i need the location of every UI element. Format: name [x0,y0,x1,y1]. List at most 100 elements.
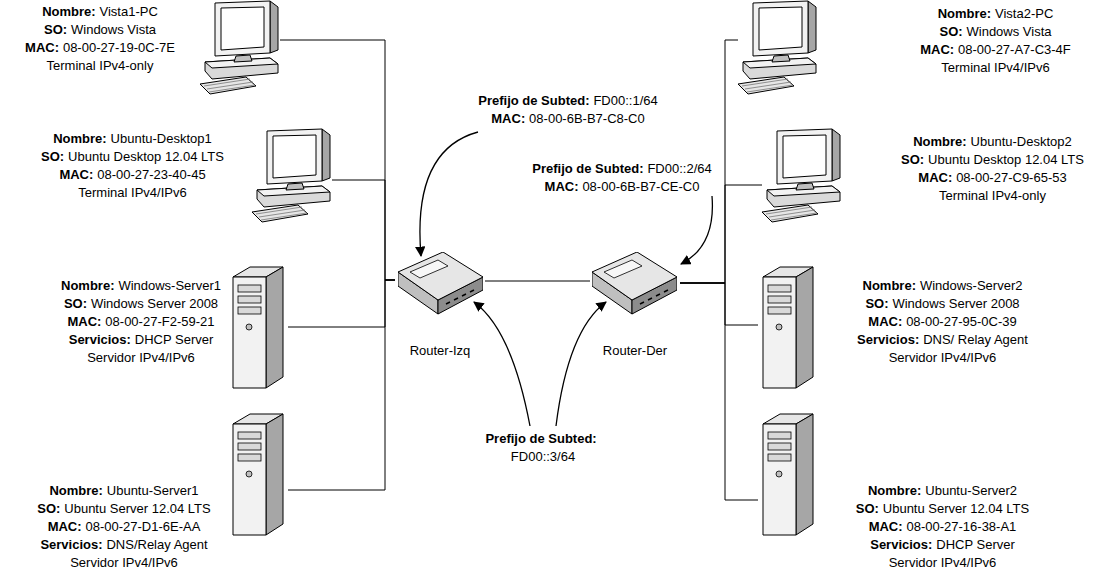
text-block: Nombre:Vista2-PCSO:Windows VistaMAC:08-0… [888,5,1103,77]
device-node: Nombre:Vista1-PCSO:Windows VistaMAC:08-0… [2,0,280,95]
text-line: Servicios: DHCP Server [830,536,1055,554]
text-line: Terminal IPv4/IPv6 [888,59,1103,77]
field-key: Nombre: [53,131,106,146]
field-key: SO: [901,152,924,167]
text-line: SO:Ubuntu Desktop 12.04 LTS [880,151,1105,169]
text-block: Nombre:Vista1-PCSO:Windows VistaMAC:08-0… [2,3,198,75]
server-node: Nombre:Windows-Server2SO: Windows Server … [758,265,1060,390]
field-value: Servidor IPv4/IPv6 [889,350,997,365]
text-line: MAC:08-00-27-19-0C-7E [2,39,198,57]
text-line: Servicios:DHCP Server [55,331,227,349]
field-key: MAC: [48,519,82,534]
text-line: MAC:08-00-27-F2-59-21 [55,313,227,331]
field-key: Servicios: [870,537,932,552]
field-key: Nombre: [61,278,114,293]
field-value: Ubuntu-Desktop2 [971,134,1072,149]
text-block: Router-Der [590,342,680,360]
field-key: MAC: [491,111,525,126]
network-link [332,180,395,280]
text-line: MAC:08-00-27-D1-6E-AA [20,518,228,536]
text-line: Terminal IPv4-only [2,57,198,75]
text-line: SO:Windows Vista [2,21,198,39]
text-block: Nombre: Ubuntu-Desktop1SO: Ubuntu Desktop … [20,130,245,202]
field-key: SO: [44,22,67,37]
prefix-annotation: Prefijo de Subted: [485,430,600,448]
text-line: Servidor IPv4/IPv6 [20,554,228,572]
server-node: Nombre:Ubuntu-Server2SO:Ubuntu Server 12… [758,412,1060,575]
text-line: Servicios:DNS/Relay Agent [20,536,228,554]
field-key: MAC: [68,314,102,329]
field-value: Windows Server 2008 [892,296,1019,311]
field-value: 08-00-27-95-0C-39 [906,314,1017,329]
field-value: FD00::3/64 [511,449,575,464]
field-value: Terminal IPv4/IPv6 [78,185,186,200]
field-key: MAC: [25,40,59,55]
field-value: 08-00-6B-B7-C8-C0 [529,111,645,126]
text-line: MAC:08-00-27-16-38-A1 [830,518,1055,536]
field-value: Ubuntu-Desktop1 [111,131,212,146]
field-value: Terminal IPv4-only [47,58,154,73]
text-line: Servidor IPv4/IPv6 [830,349,1055,367]
field-key: Prefijo de Subted: [478,93,589,108]
server-node: Nombre:Ubuntu-Server1SO:Ubuntu Server 12… [20,412,288,575]
device-node: Nombre:Vista2-PCSO:Windows VistaMAC:08-0… [738,0,1105,95]
field-value: Servidor IPv4/IPv6 [87,350,195,365]
device-node: Nombre: Ubuntu-Desktop2SO:Ubuntu Desktop … [762,128,1105,225]
field-key: Prefijo de Subted: [485,431,596,446]
field-value: 08-00-27-C9-65-53 [956,170,1067,185]
field-value: 08-00-27-A7-C3-4F [958,42,1071,57]
network-link [485,281,590,282]
field-value: Vista2-PC [995,6,1053,21]
text-line: Servidor IPv4/IPv6 [830,554,1055,572]
prefix-annotation: MAC: 08-00-6B-B7-C8-C0 [491,110,644,128]
field-value: DNS/Relay Agent [106,537,207,552]
field-key: SO: [37,501,60,516]
field-value: Servidor IPv4/IPv6 [889,555,997,570]
field-key: SO: [64,296,87,311]
prefix-annotation: MAC:08-00-6B-B7-CE-C0 [545,178,700,196]
prefix-annotation: Prefijo de Subted: FD00::1/64 [478,92,657,110]
field-value: Router-Der [603,343,667,358]
text-line: SO: Windows Server 2008 [55,295,227,313]
text-line: SO:Ubuntu Server 12.04 LTS [20,500,228,518]
field-value: FD00::1/64 [593,93,657,108]
field-value: DHCP Server [936,537,1015,552]
text-block: Nombre:Ubuntu-Server2SO:Ubuntu Server 12… [830,482,1055,572]
text-block: Nombre: Ubuntu-Desktop2SO:Ubuntu Desktop … [880,133,1105,205]
router-node: Router-Izq [395,252,485,362]
field-key: Nombre: [42,4,95,19]
network-link [680,283,758,500]
field-key: Nombre: [863,278,916,293]
field-key: MAC: [868,314,902,329]
text-line: MAC: 08-00-27-95-0C-39 [830,313,1055,331]
field-key: Servicios: [857,332,919,347]
field-value: Terminal IPv4/IPv6 [941,60,1049,75]
network-link [288,280,395,490]
field-value: Windows Server 2008 [91,296,218,311]
text-line: Nombre:Vista2-PC [888,5,1103,23]
field-key: SO: [865,296,888,311]
field-value: Ubuntu Desktop 12.04 LTS [68,149,224,164]
text-block: Nombre:Ubuntu-Server1SO:Ubuntu Server 12… [20,482,228,572]
text-line: Nombre:Windows-Server2 [830,277,1055,295]
field-value: Terminal IPv4-only [939,188,1046,203]
text-line: Nombre: Ubuntu-Desktop1 [20,130,245,148]
field-key: Nombre: [913,134,966,149]
field-key: Nombre: [868,483,921,498]
device-node: Nombre: Ubuntu-Desktop1SO: Ubuntu Desktop … [20,128,332,223]
field-key: MAC: [59,167,93,182]
field-key: SO: [41,149,64,164]
field-value: Router-Izq [410,343,471,358]
field-key: SO: [856,501,879,516]
field-value: 08-00-27-F2-59-21 [105,314,214,329]
field-value: Windows-Server1 [118,278,221,293]
field-key: Servicios: [69,332,131,347]
text-line: Router-Der [590,342,680,360]
field-value: DNS/ Relay Agent [923,332,1028,347]
text-line: Nombre:Vista1-PC [2,3,198,21]
field-value: Ubuntu Server 12.04 LTS [883,501,1029,516]
network-link [288,280,395,327]
field-value: Ubuntu-Server1 [107,483,199,498]
field-value: 08-00-27-16-38-A1 [906,519,1016,534]
